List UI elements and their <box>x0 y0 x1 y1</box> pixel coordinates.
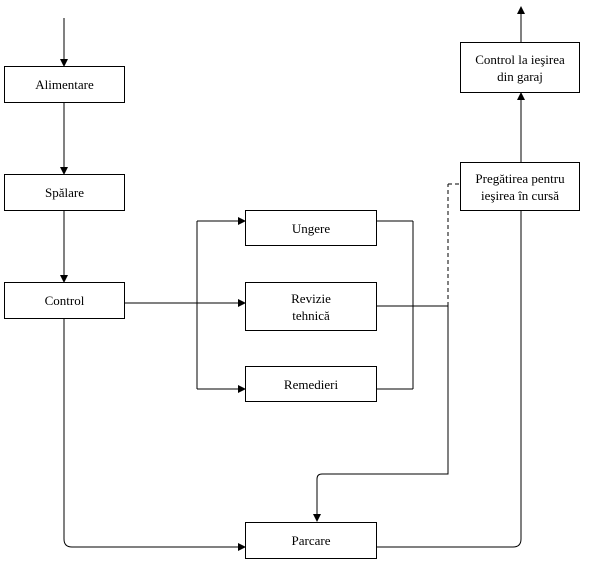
node-alimentare-label: Alimentare <box>35 77 94 92</box>
node-remedieri: Remedieri <box>245 366 377 402</box>
node-pregatirea: Pregătirea pentru ieşirea în cursă <box>460 162 580 211</box>
node-revizie: Revizie tehnică <box>245 282 377 331</box>
node-parcare: Parcare <box>245 522 377 559</box>
node-spalare: Spălare <box>4 174 125 211</box>
node-ungere: Ungere <box>245 210 377 246</box>
arrow-to-parcare <box>313 306 449 522</box>
node-spalare-label: Spălare <box>45 185 84 200</box>
node-parcare-label: Parcare <box>291 533 331 548</box>
arrow-control-parcare <box>63 319 246 551</box>
node-remedieri-label: Remedieri <box>283 376 339 392</box>
node-alimentare: Alimentare <box>4 66 125 103</box>
node-control-iesire: Control la ieşirea din garaj <box>460 42 580 93</box>
node-control-label: Control <box>44 293 85 308</box>
arrow-parcare-pregatirea <box>377 185 525 548</box>
node-pregatirea-label: Pregătirea pentru ieşirea în cursă <box>475 170 565 203</box>
node-control: Control <box>4 282 125 319</box>
node-control-iesire-label: Control la ieşirea din garaj <box>475 51 565 84</box>
node-revizie-label: Revizie tehnică <box>291 290 331 323</box>
node-ungere-label: Ungere <box>291 220 331 236</box>
